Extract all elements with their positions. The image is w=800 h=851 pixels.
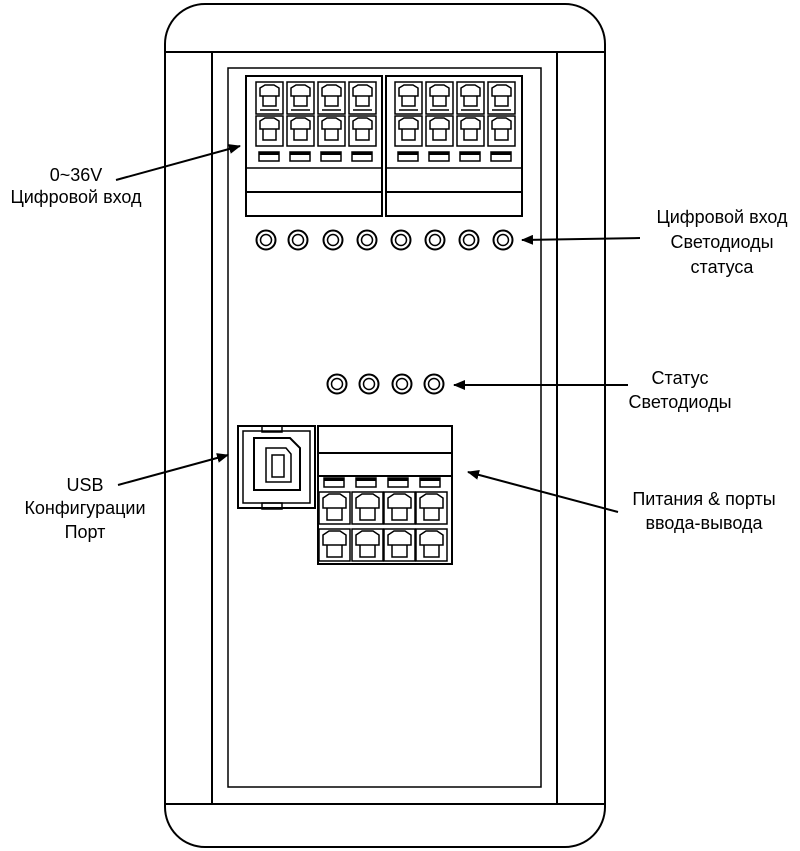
arrow-icon <box>467 470 619 513</box>
svg-text:0~36V: 0~36V <box>50 165 103 185</box>
svg-text:статуса: статуса <box>691 257 755 277</box>
led-icon <box>287 229 309 251</box>
usb-b-port-icon <box>237 425 316 510</box>
callout-usb-port: USB Конфигурации Порт <box>24 475 145 542</box>
terminal-row-lower <box>318 528 448 562</box>
svg-text:Статус: Статус <box>652 368 709 388</box>
terminal-clamp-tabs <box>323 477 441 488</box>
led-icon <box>322 229 344 251</box>
callout-digital-input-leds: Цифровой вход Светодиоды статуса <box>656 207 788 277</box>
arrow-icon <box>115 144 241 181</box>
callout-status-leds: Статус Светодиоды <box>628 368 731 412</box>
led-icon <box>326 373 348 395</box>
led-icon <box>458 229 480 251</box>
leader-arrows <box>115 144 641 513</box>
svg-text:Питания & порты: Питания & порты <box>632 489 775 509</box>
led-icon <box>492 229 514 251</box>
callout-digital-input-voltage: 0~36V Цифровой вход <box>10 165 142 207</box>
led-icon <box>358 373 380 395</box>
svg-text:Светодиоды: Светодиоды <box>670 232 773 252</box>
led-icon <box>424 229 446 251</box>
led-icon <box>390 229 412 251</box>
device-enclosure <box>164 3 606 848</box>
arrow-icon <box>521 234 641 245</box>
terminal-row-upper <box>318 491 448 525</box>
led-icon <box>391 373 413 395</box>
svg-text:Цифровой вход: Цифровой вход <box>656 207 788 227</box>
led-icon <box>255 229 277 251</box>
svg-text:Цифровой вход: Цифровой вход <box>10 187 142 207</box>
system-status-leds <box>326 373 445 395</box>
svg-text:Конфигурации: Конфигурации <box>24 498 145 518</box>
arrow-icon <box>117 453 229 486</box>
led-icon <box>356 229 378 251</box>
svg-text:Порт: Порт <box>65 522 106 542</box>
led-icon <box>423 373 445 395</box>
svg-text:USB: USB <box>66 475 103 495</box>
svg-text:Светодиоды: Светодиоды <box>628 392 731 412</box>
digital-input-terminal-block <box>245 75 523 217</box>
callout-power-io-ports: Питания & порты ввода-вывода <box>632 489 775 533</box>
svg-text:ввода-вывода: ввода-вывода <box>645 513 763 533</box>
power-io-terminal-block <box>317 425 453 565</box>
digital-input-status-leds <box>255 229 514 251</box>
